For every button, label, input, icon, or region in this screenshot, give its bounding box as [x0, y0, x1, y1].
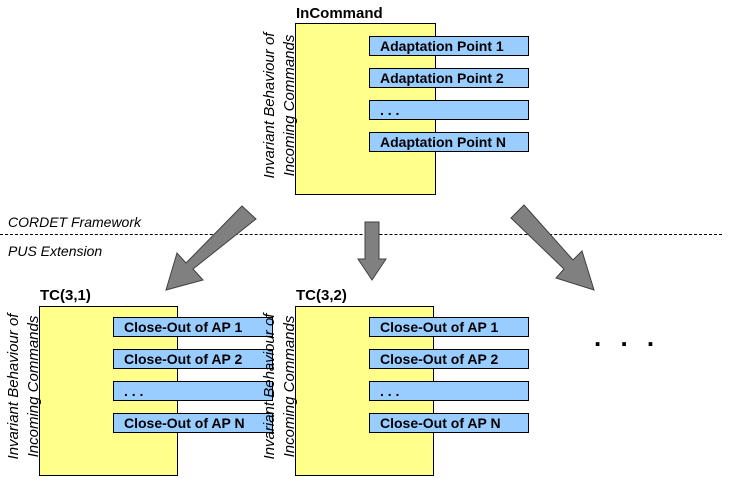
incommand-item-2: Adaptation Point 2	[369, 68, 529, 88]
tc32-item-n: Close-Out of AP N	[369, 413, 529, 433]
arrow-to-tc32	[357, 221, 387, 281]
tc32-item-ellipsis: . . .	[369, 381, 529, 401]
tc31-invariant-label: Invariant Behaviour of Incoming Commands	[5, 313, 42, 460]
incommand-item-n: Adaptation Point N	[369, 132, 529, 152]
tc32-item-1: Close-Out of AP 1	[369, 317, 529, 337]
tc31-item-2: Close-Out of AP 2	[113, 349, 273, 369]
tc31-item-n: Close-Out of AP N	[113, 413, 273, 433]
layer-separator	[0, 234, 722, 235]
tc32-title: TC(3,2)	[296, 287, 347, 304]
incommand-invariant-label: Invariant Behaviour of Incoming Commands	[261, 32, 298, 179]
arrow-to-tc31	[165, 205, 257, 291]
incommand-title: InCommand	[296, 5, 383, 22]
incommand-item-ellipsis: . . .	[369, 100, 529, 120]
tc31-item-ellipsis: . . .	[113, 381, 273, 401]
layer-label-extension: PUS Extension	[8, 243, 103, 259]
layer-label-framework: CORDET Framework	[8, 214, 142, 230]
tc31-title: TC(3,1)	[40, 287, 91, 304]
tc31-item-1: Close-Out of AP 1	[113, 317, 273, 337]
incommand-item-1: Adaptation Point 1	[369, 36, 529, 56]
more-ellipsis: . . .	[594, 322, 661, 352]
arrow-to-more	[510, 204, 595, 291]
tc32-invariant-label: Invariant Behaviour of Incoming Commands	[261, 313, 298, 460]
tc32-item-2: Close-Out of AP 2	[369, 349, 529, 369]
